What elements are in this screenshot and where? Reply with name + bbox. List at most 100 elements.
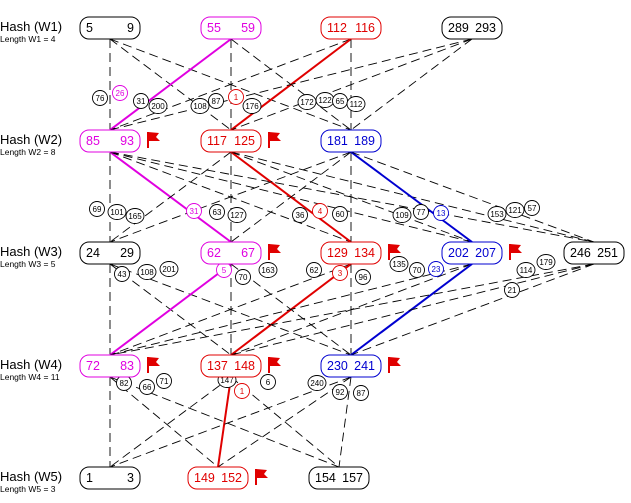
node-end-value: 67 xyxy=(241,246,255,260)
weight-circle-shape xyxy=(107,204,127,220)
weight-circle-shape xyxy=(536,254,556,270)
dashed-edge-w4n1-w5n2 xyxy=(109,376,219,468)
node-box xyxy=(320,129,382,153)
dashed-edge-w2n3-w3n2 xyxy=(230,151,352,243)
node-box xyxy=(320,241,382,265)
solid-edge-w4n2-w5n2 xyxy=(217,376,232,468)
dashed-edge-w1n4-w2n3 xyxy=(350,38,473,131)
weight-circle: 82 xyxy=(116,375,132,391)
weight-value: 21 xyxy=(508,286,517,295)
dashed-edge-w4n2-w5n1 xyxy=(109,376,232,468)
weight-circle: 21 xyxy=(504,282,520,298)
weight-circle: 3 xyxy=(332,265,348,281)
weight-circle: 108 xyxy=(190,98,210,114)
weight-value: 87 xyxy=(212,97,221,106)
weight-circle-shape xyxy=(306,262,322,278)
edges-layer xyxy=(109,38,595,468)
weight-value: 6 xyxy=(266,378,271,387)
weight-value: 77 xyxy=(417,208,426,217)
weight-circle-shape xyxy=(92,90,108,106)
weight-value: 176 xyxy=(245,102,259,111)
weight-value: 65 xyxy=(336,97,345,106)
red-flag-icon xyxy=(147,132,160,148)
weight-circle: 165 xyxy=(125,208,145,224)
weight-circle: 153 xyxy=(487,206,507,222)
dashed-edge-w3n3-w4n1 xyxy=(109,263,352,356)
node-end-value: 134 xyxy=(354,246,375,260)
node-end-value: 125 xyxy=(234,134,255,148)
dashed-edge-w3n4-w4n1 xyxy=(109,263,473,356)
red-flag-icon xyxy=(388,244,401,260)
node-box xyxy=(320,16,382,40)
weight-circle: 31 xyxy=(186,203,202,219)
weight-circle-shape xyxy=(190,98,210,114)
weight-circle-shape xyxy=(524,200,540,216)
weight-circle-shape xyxy=(504,282,520,298)
node-box xyxy=(200,16,262,40)
dashed-edge-w3n5-w4n3 xyxy=(350,263,595,356)
solid-edge-w1n2-w2n1 xyxy=(109,38,232,131)
weight-value: 96 xyxy=(359,273,368,282)
node-box xyxy=(79,129,141,153)
row-label-w1: Hash (W1) xyxy=(0,19,62,34)
red-flag-icon xyxy=(255,469,268,485)
node-end-value: 293 xyxy=(475,21,496,35)
node-start-value: 85 xyxy=(86,134,100,148)
weight-circle-shape xyxy=(516,262,536,278)
weight-circle-shape xyxy=(260,374,276,390)
weight-value: 5 xyxy=(222,266,227,275)
dashed-edge-w3n5-w4n2 xyxy=(230,263,595,356)
dashed-edge-w2n3-w3n5 xyxy=(350,151,595,243)
weight-circle: 201 xyxy=(159,261,179,277)
node-start-value: 24 xyxy=(86,246,100,260)
weight-value: 147 xyxy=(220,376,234,385)
weight-circle: 60 xyxy=(332,206,348,222)
node-box xyxy=(79,466,141,490)
node-box xyxy=(200,354,262,378)
weight-value: 121 xyxy=(508,206,522,215)
weight-circle: 31 xyxy=(133,93,149,109)
row-label-w4: Hash (W4) xyxy=(0,357,62,372)
dashed-edge-w4n2-w5n3 xyxy=(230,376,340,468)
node-end-value: 251 xyxy=(597,246,618,260)
weight-value: 71 xyxy=(160,377,169,386)
weight-circle-shape xyxy=(209,204,225,220)
weight-circle: 63 xyxy=(209,204,225,220)
weight-circle-shape xyxy=(208,93,224,109)
weight-circle-shape xyxy=(159,261,179,277)
weight-circle: 96 xyxy=(355,269,371,285)
node-start-value: 62 xyxy=(207,246,221,260)
node-end-value: 189 xyxy=(354,134,375,148)
node-start-value: 202 xyxy=(448,246,469,260)
weight-circle-shape xyxy=(148,98,168,114)
weight-circle: 26 xyxy=(112,85,128,101)
node-start-value: 112 xyxy=(327,21,347,35)
weight-circle: 200 xyxy=(148,98,168,114)
row-length-w3: Length W3 = 5 xyxy=(0,259,56,269)
weight-circle: 127 xyxy=(227,207,247,223)
weight-circle: 70 xyxy=(235,269,251,285)
dashed-edge-w1n4-w2n1 xyxy=(109,38,473,131)
weight-circle-shape xyxy=(433,205,449,221)
weight-value: 31 xyxy=(190,207,199,216)
red-flag-icon xyxy=(268,244,281,260)
node-start-value: 246 xyxy=(570,246,591,260)
weight-circle-shape xyxy=(312,203,328,219)
weight-circle: 87 xyxy=(353,385,369,401)
weight-circle-shape xyxy=(186,203,202,219)
weight-value: 153 xyxy=(490,210,504,219)
node-start-value: 129 xyxy=(327,246,348,260)
weight-value: 1 xyxy=(234,93,239,102)
node-start-value: 230 xyxy=(327,359,348,373)
hash-node-w3n5: 246 251 xyxy=(563,241,625,265)
weight-circle-shape xyxy=(428,261,444,277)
weight-value: 43 xyxy=(118,270,127,279)
red-flag-icon xyxy=(268,132,281,148)
